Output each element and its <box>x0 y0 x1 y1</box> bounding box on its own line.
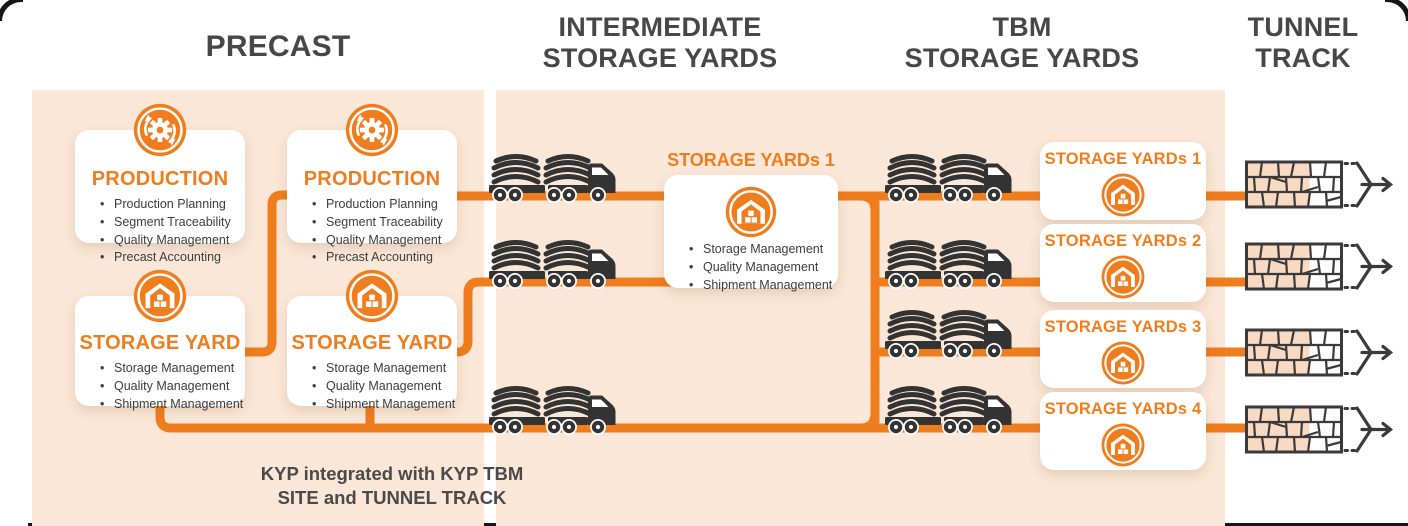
warehouse-icon <box>664 185 838 239</box>
card-title: STORAGE YARDs 2 <box>1044 232 1202 250</box>
bullet-item: Storage Management <box>688 241 838 259</box>
column-header-tbm: TBM STORAGE YARDS <box>904 12 1140 73</box>
bullet-item: Shipment Management <box>688 277 838 295</box>
card-title: STORAGE YARDs 1 <box>1044 150 1202 168</box>
column-header-precast: PRECAST <box>205 30 351 63</box>
warehouse-icon <box>1040 172 1206 218</box>
bullet-item: Quality Management <box>311 232 457 250</box>
warehouse-icon <box>1040 254 1206 300</box>
intermediate-card-title: STORAGE YARDs 1 <box>667 150 835 170</box>
bullet-item: Production Planning <box>99 196 245 214</box>
bullet-item: Quality Management <box>311 378 457 396</box>
storage-yard-card-2: STORAGE YARD Storage Management Quality … <box>287 296 457 413</box>
storage-yard-card-1: STORAGE YARD Storage Management Quality … <box>75 296 245 413</box>
tbm-storage-card-3: STORAGE YARDs 3 <box>1040 310 1206 388</box>
card-title: STORAGE YARDs 4 <box>1044 400 1202 418</box>
card-bullets: Production Planning Segment Traceability… <box>287 196 457 267</box>
segment-truck-icon <box>884 308 1016 360</box>
warehouse-icon <box>1040 422 1206 468</box>
segment-truck-icon <box>884 238 1016 290</box>
column-header-tunnel-track: TUNNEL TRACK <box>1247 12 1359 73</box>
card-bullets: Storage Management Quality Management Sh… <box>75 360 245 413</box>
card-title: STORAGE YARDs 3 <box>1044 318 1202 336</box>
card-title: PRODUCTION <box>303 168 441 190</box>
segment-truck-icon <box>884 152 1016 204</box>
segment-truck-icon <box>488 238 620 290</box>
warehouse-icon <box>132 268 188 324</box>
warehouse-icon <box>344 268 400 324</box>
column-header-intermediate: INTERMEDIATE STORAGE YARDS <box>542 12 778 73</box>
card-bullets: Storage Management Quality Management Sh… <box>664 241 838 294</box>
bullet-item: Quality Management <box>688 259 838 277</box>
bullet-item: Shipment Management <box>311 396 457 414</box>
bullet-item: Production Planning <box>311 196 457 214</box>
card-title: STORAGE YARD <box>291 332 453 354</box>
bullet-item: Segment Traceability <box>99 214 245 232</box>
bullet-item: Quality Management <box>99 232 245 250</box>
card-title: STORAGE YARD <box>79 332 241 354</box>
tbm-storage-card-4: STORAGE YARDs 4 <box>1040 392 1206 470</box>
bullet-item: Storage Management <box>99 360 245 378</box>
bullet-item: Precast Accounting <box>99 249 245 267</box>
tbm-storage-card-2: STORAGE YARDs 2 <box>1040 224 1206 302</box>
segment-truck-icon <box>488 384 620 436</box>
tbm-storage-card-1: STORAGE YARDs 1 <box>1040 142 1206 220</box>
tunnel-segments-icon <box>1245 160 1395 210</box>
bullet-item: Quality Management <box>99 378 245 396</box>
gear-cycle-icon <box>344 102 400 158</box>
bullet-item: Storage Management <box>311 360 457 378</box>
tunnel-segments-icon <box>1245 328 1395 378</box>
integration-caption: KYP integrated with KYP TBM SITE and TUN… <box>260 463 524 509</box>
intermediate-storage-card: Storage Management Quality Management Sh… <box>664 175 838 294</box>
tunnel-segments-icon <box>1245 405 1395 455</box>
segment-truck-icon <box>884 384 1016 436</box>
production-card-2: PRODUCTION Production Planning Segment T… <box>287 130 457 267</box>
card-bullets: Production Planning Segment Traceability… <box>75 196 245 267</box>
segment-truck-icon <box>488 152 620 204</box>
warehouse-icon <box>1040 340 1206 386</box>
tunnel-segments-icon <box>1245 242 1395 292</box>
production-card-1: PRODUCTION Production Planning Segment T… <box>75 130 245 267</box>
gear-cycle-icon <box>132 102 188 158</box>
card-title: PRODUCTION <box>91 168 229 190</box>
card-bullets: Storage Management Quality Management Sh… <box>287 360 457 413</box>
bullet-item: Shipment Management <box>99 396 245 414</box>
bullet-item: Segment Traceability <box>311 214 457 232</box>
bullet-item: Precast Accounting <box>311 249 457 267</box>
